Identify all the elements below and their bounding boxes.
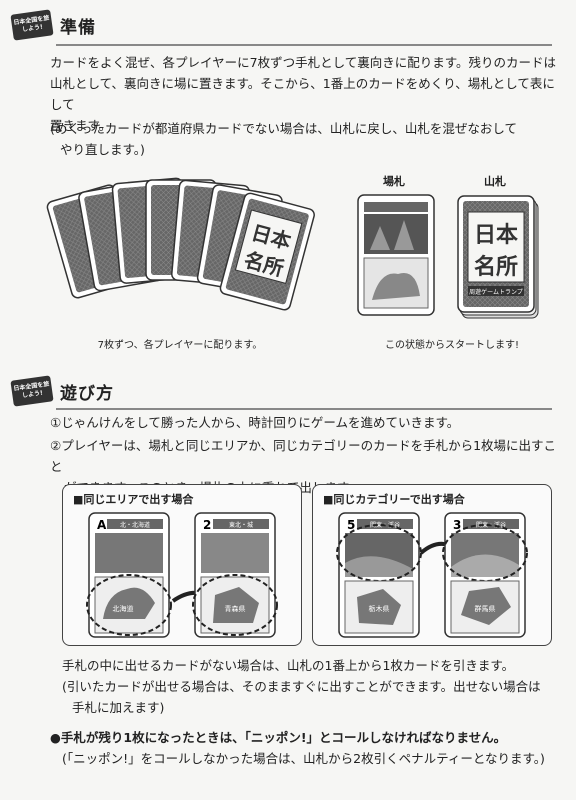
section-divider [56,44,552,46]
text-line: 置きます。 [50,118,112,133]
section-title-preparation: 準備 [60,17,96,38]
text-line: カードをよく混ぜ、各プレイヤーに7枚ずつ手札として裏向きに配ります。残りのカード… [50,55,556,70]
deck-subtitle: 周遊ゲームトランプ [469,288,523,296]
svg-text:北・北海道: 北・北海道 [120,521,150,529]
text-line: ●手札が残り1枚になったときは、「ニッポン!」とコールしなければなりません。 [50,730,507,745]
text-line: ①じゃんけんをして勝った人から、時計回りにゲームを進めていきます。 [50,415,460,430]
section-badge: 日本全国を旅しよう! [10,375,54,407]
text-line: 手札に加えます) [72,700,165,715]
example-same-category-box: ■同じカテゴリーで出す場合 5 関東・渓谷 栃木県 3 関東・渓谷 [312,484,552,646]
draw-rule-text: 手札の中に出せるカードがない場合は、山札の1番上から1枚カードを引きます。 (引… [62,655,562,718]
section-header-preparation: 日本全国を旅しよう! 準備 [10,9,96,41]
section-title-howtoplay: 遊び方 [60,383,114,404]
field-card [357,194,435,316]
svg-text:3: 3 [453,518,461,532]
section-badge: 日本全国を旅しよう! [10,9,54,41]
text-line: (引いたカードが出せる場合は、そのまますぐに出すことができます。出せない場合は [62,679,541,694]
svg-text:栃木県: 栃木県 [369,604,390,613]
section-header-howtoplay: 日本全国を旅しよう! 遊び方 [10,375,114,407]
text-line: (めくったカードが都道府県カードでない場合は、山札に戻し、山札を混ぜなおして [50,121,518,136]
card-aomori: 2 東北・城 青森県 [192,512,278,638]
label-field-card: 場札 [383,175,405,188]
text-line: (「ニッポン!」をコールしなかった場合は、山札から2枚引くペナルティーとなります… [62,751,545,766]
preparation-note: (めくったカードが都道府県カードでない場合は、山札に戻し、山札を混ぜなおして や… [50,118,560,160]
example-same-area-box: ■同じエリアで出す場合 A 北・北海道 北海道 2 東北・城 [62,484,302,646]
svg-text:群馬県: 群馬県 [475,604,496,613]
example-same-category-cards: 5 関東・渓谷 栃木県 3 関東・渓谷 [336,512,528,638]
example-box-title: ■同じエリアで出す場合 [73,493,194,506]
card-gunma: 3 関東・渓谷 群馬県 [442,512,528,638]
card-back-front: 日本 名所 [219,192,315,311]
label-deck: 山札 [484,175,506,188]
section-divider [56,408,552,410]
caption-deal: 7枚ずつ、各プレイヤーに配ります。 [97,340,263,351]
svg-text:2: 2 [203,518,211,532]
start-state-illustration: 日本 名所 周遊ゲームトランプ [357,194,539,319]
text-line: 山札として、裏向きに場に置きます。そこから、1番上のカードをめくり、場札として表… [50,76,555,112]
nippon-rule-text: ●手札が残り1枚になったときは、「ニッポン!」とコールしなければなりません。 (… [50,727,565,769]
card-hokkaido: A 北・北海道 北海道 [86,512,172,638]
preparation-text: カードをよく混ぜ、各プレイヤーに7枚ずつ手札として裏向きに配ります。残りのカード… [50,52,560,136]
deck-logo-text: 名所 [474,254,518,280]
example-same-area-cards: A 北・北海道 北海道 2 東北・城 青森県 [86,512,278,638]
deck-stack: 日本 名所 周遊ゲームトランプ [457,195,539,319]
caption-start: この状態からスタートします! [384,340,519,351]
deck-logo-text: 日本 [474,223,518,248]
text-line: 手札の中に出せるカードがない場合は、山札の1番上から1枚カードを引きます。 [62,658,515,673]
svg-text:東北・城: 東北・城 [229,521,253,529]
svg-text:5: 5 [347,518,355,532]
svg-text:青森県: 青森県 [225,604,246,613]
text-line: ②プレイヤーは、場札と同じエリアか、同じカテゴリーのカードを手札から1枚場に出す… [50,438,557,474]
text-line: やり直します。) [60,142,145,157]
svg-text:北海道: 北海道 [113,604,134,613]
example-box-title: ■同じカテゴリーで出す場合 [323,493,465,506]
card-tochigi: 5 関東・渓谷 栃木県 [336,512,422,638]
svg-text:A: A [97,518,107,532]
card-fan-illustration: 日本 名所 [46,177,315,311]
